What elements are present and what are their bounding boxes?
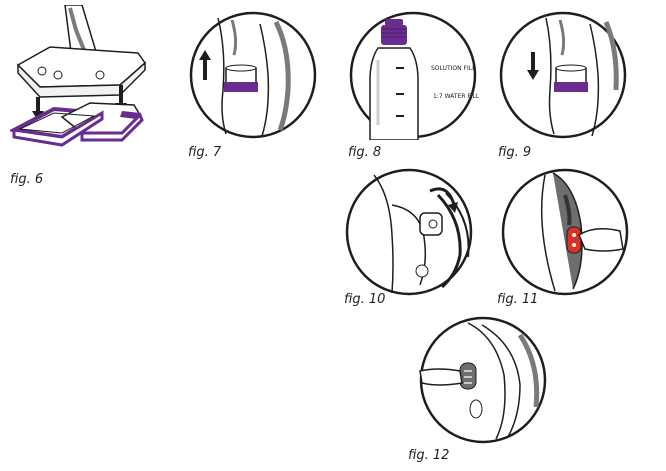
figure-10-caption: fig. 10 xyxy=(344,292,386,307)
figure-7: fig. 7 xyxy=(188,10,318,160)
steam-button-illustration xyxy=(419,316,547,444)
down-arrow-icon xyxy=(527,70,539,80)
power-switch-illustration xyxy=(501,168,629,296)
cap-twist-illustration xyxy=(345,168,473,296)
tank-removal-illustration xyxy=(189,11,317,139)
solution-fill-label: SOLUTION FILL xyxy=(431,65,476,72)
rotate-arrow-icon xyxy=(448,202,458,213)
figure-11-caption: fig. 11 xyxy=(497,292,539,307)
figure-7-caption: fig. 7 xyxy=(188,145,222,160)
figure-9-caption: fig. 9 xyxy=(498,145,532,160)
figure-8: SOLUTION FILL 1:7 WATER FILL fig. 8 xyxy=(348,10,480,160)
figure-10: fig. 10 xyxy=(342,165,477,310)
up-arrow-icon xyxy=(199,50,211,60)
figure-12: fig. 12 xyxy=(408,315,558,465)
mop-base-with-pads-illustration xyxy=(10,5,146,147)
figure-6-caption: fig. 6 xyxy=(10,172,44,187)
figure-8-caption: fig. 8 xyxy=(348,145,382,160)
figure-12-caption: fig. 12 xyxy=(408,448,450,463)
figure-11: fig. 11 xyxy=(495,165,635,310)
water-fill-label: 1:7 WATER FILL xyxy=(433,93,480,100)
figure-6: fig. 6 xyxy=(10,5,160,187)
solution-bottle-illustration xyxy=(349,11,477,140)
tank-insertion-illustration xyxy=(499,11,627,139)
figure-9: fig. 9 xyxy=(498,10,628,160)
